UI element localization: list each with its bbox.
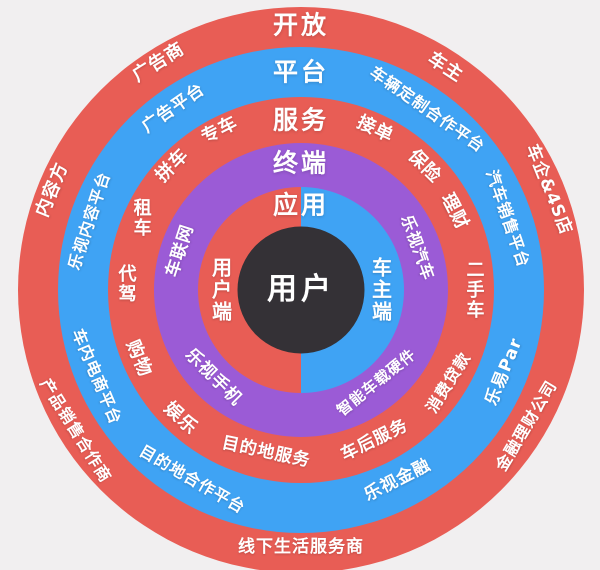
ring-name-open: 开放 [272,10,330,40]
ring-name-terminal: 终端 [272,148,330,178]
ring-name-platform: 平台 [272,57,330,87]
center-circle-user [237,226,365,354]
segment-label-application: 车主端 [368,257,393,323]
segment-label-service: 二手车 [463,260,485,320]
center-label-user: 用户 [267,272,335,307]
ring-name-service: 服务 [272,105,330,135]
segment-label-application: 用户端 [208,257,233,323]
segment-label-service: 租车 [130,198,152,239]
segment-label-open: 线下生活服务商 [238,537,364,558]
ring-name-application: 应用 [272,190,330,220]
segment-label-service: 代驾 [115,263,137,304]
